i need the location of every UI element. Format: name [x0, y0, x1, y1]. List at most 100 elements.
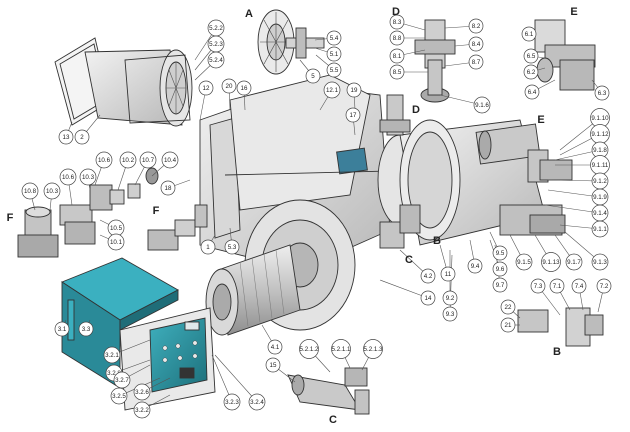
callout-circle — [492, 261, 508, 277]
callout-circle — [248, 393, 266, 411]
callout-circle — [267, 339, 283, 355]
detail-letter-f-left: F — [7, 212, 14, 224]
callout-circle — [113, 371, 131, 389]
callout-10.7: 10.7 — [139, 151, 157, 169]
detail-letter-e-mid: E — [537, 114, 544, 126]
callout-circle — [467, 258, 483, 274]
callout-8.3: 8.3 — [389, 14, 405, 30]
callout-circle — [110, 387, 128, 405]
callout-number: 6.1 — [525, 31, 534, 38]
callout-number: 9.1.1 — [593, 226, 607, 233]
callout-8.8: 8.8 — [389, 30, 405, 46]
callout-number: 5.3 — [228, 244, 237, 251]
callout-number: 3.2.3 — [225, 399, 239, 406]
damper-actuator — [499, 204, 566, 236]
callout-circle — [524, 84, 540, 100]
callout-5.2.4: 5.2.4 — [207, 51, 225, 69]
leader-line — [544, 204, 601, 214]
callout-circle — [58, 129, 74, 145]
callout-circle — [594, 85, 610, 101]
callout-number: 9.1.5 — [517, 259, 531, 266]
callout-9.1.2: 9.1.2 — [591, 172, 609, 190]
callout-3.2.6: 3.2.6 — [133, 383, 151, 401]
callout-19: 19 — [346, 82, 362, 98]
callout-circle — [223, 393, 241, 411]
callout-6.3: 6.3 — [594, 85, 610, 101]
callout-11: 11 — [440, 266, 456, 282]
callout-number: 3.2.8 — [107, 370, 121, 377]
callout-9.2: 9.2 — [442, 290, 458, 306]
callout-number: 10.3 — [82, 174, 95, 181]
leader-line — [211, 354, 233, 403]
callout-8.4: 8.4 — [468, 36, 484, 52]
callout-10.2: 10.2 — [119, 151, 137, 169]
callout-2: 2 — [74, 129, 90, 145]
callout-circle — [119, 151, 137, 169]
callout-number: 7.1 — [553, 283, 562, 290]
callout-circle — [59, 168, 77, 186]
callout-number: 9.1.10 — [591, 115, 609, 122]
callout-circle — [133, 401, 151, 419]
callout-17: 17 — [345, 107, 361, 123]
callout-10.6b: 10.6 — [59, 168, 77, 186]
callout-number: 9.7 — [496, 282, 505, 289]
callout-3.2.5: 3.2.5 — [110, 387, 128, 405]
callout-number: 10.6 — [98, 157, 111, 164]
callout-circle — [54, 321, 70, 337]
callout-circle — [389, 48, 405, 64]
callout-number: 10.2 — [122, 157, 135, 164]
callout-circle — [389, 30, 405, 46]
callout-9.1.7: 9.1.7 — [565, 253, 583, 271]
callout-12: 12 — [198, 80, 214, 96]
callout-circle — [139, 151, 157, 169]
callout-circle — [468, 36, 484, 52]
leader-line — [547, 189, 601, 198]
callout-number: 7.4 — [575, 283, 584, 290]
detail-c-ignition — [287, 367, 370, 415]
callout-circle — [420, 290, 436, 306]
callout-number: 8.8 — [393, 35, 402, 42]
callout-circle — [299, 339, 319, 359]
callout-circle — [200, 239, 216, 255]
callout-9.1.6: 9.1.6 — [473, 96, 491, 114]
callout-number: 10.4 — [164, 157, 177, 164]
callout-10.1: 10.1 — [107, 233, 125, 251]
callout-number: 16 — [241, 85, 248, 92]
gas-valve-train — [17, 167, 208, 258]
callout-number: 21 — [505, 322, 512, 329]
callout-circle — [265, 357, 281, 373]
callout-number: 4.2 — [424, 273, 433, 280]
detail-e-mid — [527, 149, 573, 183]
callout-8.1: 8.1 — [389, 48, 405, 64]
callout-circle — [346, 82, 362, 98]
callout-circle — [224, 239, 240, 255]
callout-3.2.1: 3.2.1 — [103, 346, 121, 364]
callout-number: 12.1 — [326, 87, 339, 94]
callout-circle — [133, 383, 151, 401]
callout-circle — [591, 220, 609, 238]
callout-5.2.2: 5.2.2 — [207, 19, 225, 37]
callout-number: 6.4 — [528, 89, 537, 96]
callout-1: 1 — [200, 239, 216, 255]
callout-number: 9.1.3 — [593, 259, 607, 266]
callout-6.1: 6.1 — [521, 26, 537, 42]
callout-circle — [596, 278, 612, 294]
callout-circle — [95, 151, 113, 169]
callout-number: 17 — [350, 112, 357, 119]
callout-13: 13 — [58, 129, 74, 145]
callout-circle — [591, 253, 609, 271]
callout-5.3: 5.3 — [224, 239, 240, 255]
callout-9.1.10: 9.1.10 — [590, 108, 610, 128]
callout-number: 5.2.1.3 — [364, 346, 383, 353]
callout-circle — [331, 339, 351, 359]
callout-6.4: 6.4 — [524, 84, 540, 100]
callout-10.6a: 10.6 — [95, 151, 113, 169]
callout-circle — [500, 299, 516, 315]
callout-number: 14 — [425, 295, 432, 302]
callout-16: 16 — [236, 80, 252, 96]
callout-number: 8.4 — [472, 41, 481, 48]
detail-letter-f-mid: F — [153, 205, 160, 217]
callout-5.1: 5.1 — [326, 46, 342, 62]
callout-circle — [523, 64, 539, 80]
